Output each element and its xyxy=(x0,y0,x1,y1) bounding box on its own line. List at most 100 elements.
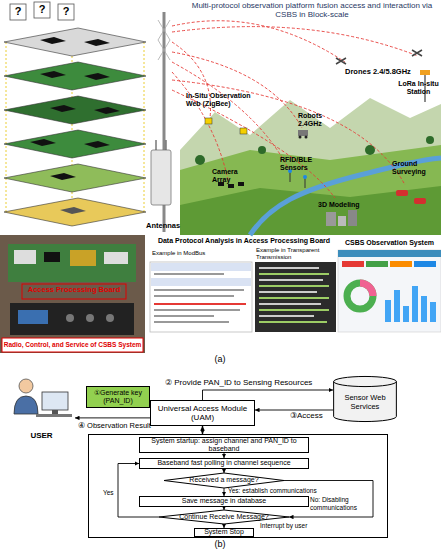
sensing-devices xyxy=(336,58,346,64)
sensing-devices xyxy=(396,190,408,196)
dashboard xyxy=(403,306,409,322)
antenna-tower xyxy=(151,12,171,232)
process-box: System startup: assign channel and PAN_I… xyxy=(139,437,309,453)
protocol-tables xyxy=(150,262,252,332)
dashboard xyxy=(430,302,436,322)
module-box: Universal Access Module (UAM) xyxy=(150,400,255,426)
process-text: Save message in database xyxy=(182,497,266,506)
signal-paths xyxy=(172,72,228,180)
antenna-tower xyxy=(165,140,166,150)
unknown-mark: ? xyxy=(58,5,74,17)
chips xyxy=(50,105,76,112)
device-label: Camera Array xyxy=(212,168,252,184)
protocol-tables xyxy=(154,309,240,311)
dashboard xyxy=(421,296,427,322)
protocol-tables xyxy=(259,297,329,299)
unknown-mark: ? xyxy=(10,5,26,17)
cylinder-body xyxy=(334,376,397,421)
chips xyxy=(40,71,66,78)
table-heading: Example in ModBus xyxy=(152,250,252,257)
protocol-tables xyxy=(259,285,329,287)
board-photo xyxy=(104,252,128,264)
chips xyxy=(60,207,86,214)
antenna-tower xyxy=(158,40,170,60)
signal-paths xyxy=(172,90,335,198)
chips xyxy=(84,73,110,80)
signal-paths xyxy=(172,27,418,56)
photo-caption: Radio, Control, and Service of CSBS Syst… xyxy=(2,341,143,348)
question-boxes xyxy=(10,2,74,20)
board-photo xyxy=(22,284,126,299)
landscape xyxy=(180,98,441,235)
protocol-tables xyxy=(259,267,319,269)
sensing-devices xyxy=(338,216,346,226)
device-label: In-Situ Observation Web (ZigBee) xyxy=(186,92,261,108)
dashboard xyxy=(338,250,441,332)
user-actor: USER xyxy=(8,375,75,440)
antenna-tower xyxy=(158,20,170,40)
landscape xyxy=(250,158,441,235)
board-photo xyxy=(14,250,36,264)
landscape xyxy=(180,98,441,235)
board-photo xyxy=(18,310,48,324)
protocol-tables xyxy=(259,309,329,311)
user-icon xyxy=(19,379,33,393)
protocol-tables xyxy=(154,289,244,291)
flow-arrow xyxy=(224,488,225,496)
dashboard xyxy=(347,283,373,309)
chips xyxy=(84,39,110,46)
signal-paths xyxy=(172,80,405,185)
question-boxes xyxy=(10,4,26,20)
edge-label: ④ Observation Result xyxy=(78,421,153,430)
signal-paths xyxy=(172,62,290,172)
protocol-tables xyxy=(154,321,229,323)
protocol-tables xyxy=(154,273,224,275)
protocol-tables xyxy=(154,295,234,297)
user-icon xyxy=(42,392,68,410)
decision-diamond: Continue Receive Message? xyxy=(159,510,289,524)
board-photo xyxy=(2,338,143,352)
protocol-tables xyxy=(259,291,317,293)
terminal-text: System Stop xyxy=(204,528,244,537)
board-photo xyxy=(66,314,74,322)
user-icon xyxy=(14,396,38,414)
board-photo xyxy=(106,314,114,322)
process-box: Baseband fast polling in channel sequenc… xyxy=(139,458,309,469)
protocol-tables xyxy=(259,321,327,323)
device-label: Antennas xyxy=(146,222,191,230)
chips xyxy=(30,139,56,146)
actor-label: USER xyxy=(30,431,52,441)
terminal-box: System Stop xyxy=(194,528,254,537)
board-photo xyxy=(44,252,60,262)
photo-caption: Access Processing Board xyxy=(22,286,126,294)
landscape xyxy=(180,145,441,235)
device-label: Drones 2.4/5.8GHz xyxy=(345,68,417,76)
board-layers xyxy=(4,130,146,158)
panel-heading: Data Protocol Analysis in Access Process… xyxy=(150,237,338,245)
device-label: Ground Surveying xyxy=(392,160,441,176)
antenna-tower xyxy=(158,40,170,60)
decision-diamond: Received a message? xyxy=(164,473,284,488)
dashboard xyxy=(366,261,388,267)
board-layers xyxy=(4,164,146,192)
panel-heading: CSBS Observation System xyxy=(338,239,441,247)
board-layers xyxy=(4,28,146,56)
dashboard xyxy=(394,290,400,322)
sensing-devices xyxy=(228,184,234,188)
board-photo xyxy=(10,303,134,335)
flow-arrow xyxy=(118,464,159,518)
chips xyxy=(84,141,110,148)
figure-heading: Multi-protocol observation platform fusi… xyxy=(183,2,441,20)
sensing-devices xyxy=(240,128,247,134)
edge-label: ② Provide PAN_ID to Sensing Resources xyxy=(165,378,335,388)
question-boxes xyxy=(34,2,50,18)
board-photo xyxy=(8,244,136,282)
flow-arrow xyxy=(224,507,225,510)
unknown-mark: ? xyxy=(34,3,50,15)
dashboard xyxy=(414,261,436,267)
chips xyxy=(30,37,120,214)
flow-arrow xyxy=(202,426,203,434)
flow-arrow xyxy=(75,417,150,418)
dashboard xyxy=(390,261,412,267)
flow-arrow xyxy=(224,453,225,458)
